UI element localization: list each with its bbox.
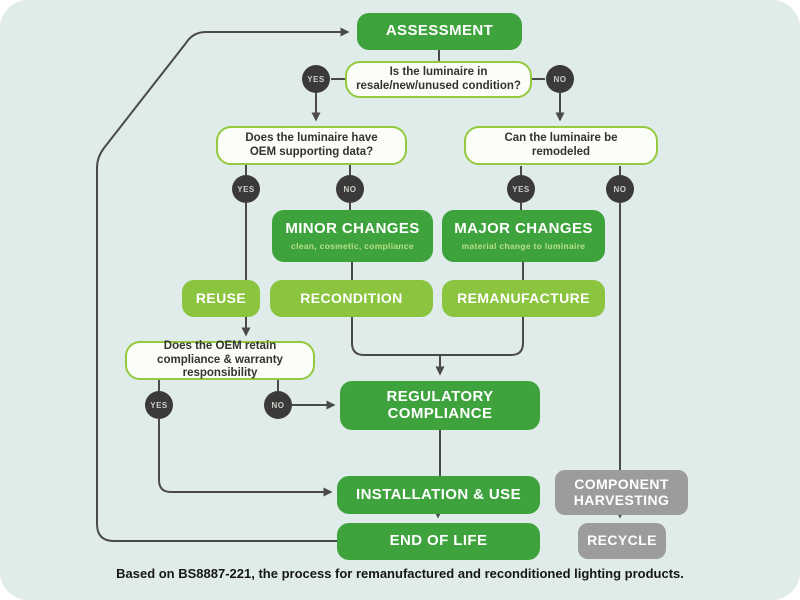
edge-endoflife-loop-to-assessment bbox=[96, 27, 350, 542]
recondition-box: RECONDITION bbox=[270, 280, 433, 317]
remanufacture-box: REMANUFACTURE bbox=[442, 280, 605, 317]
question-resale-condition: Is the luminaire in resale/new/unused co… bbox=[345, 61, 532, 98]
component-harvesting-label: COMPONENT HARVESTING bbox=[573, 476, 670, 508]
installation-use-box: INSTALLATION & USE bbox=[337, 476, 540, 514]
question-resale-condition-label: Is the luminaire in resale/new/unused co… bbox=[356, 65, 521, 92]
question-oem-retain-label: Does the OEM retain compliance & warrant… bbox=[157, 339, 283, 380]
remodeled-yes-badge: YES bbox=[507, 175, 535, 203]
installation-use-label: INSTALLATION & USE bbox=[356, 485, 521, 503]
question-remodeled-label: Can the luminaire be remodeled bbox=[504, 131, 618, 158]
minor-changes-box: MINOR CHANGES clean, cosmetic, complianc… bbox=[272, 210, 433, 262]
oem-retain-yes-label: YES bbox=[150, 400, 168, 410]
edge-yes-to-installation bbox=[158, 419, 333, 497]
major-changes-box: MAJOR CHANGES material change to luminai… bbox=[442, 210, 605, 262]
oem-data-no-label: NO bbox=[343, 184, 357, 194]
major-changes-label: MAJOR CHANGES bbox=[454, 220, 593, 238]
oem-retain-no-label: NO bbox=[271, 400, 285, 410]
major-changes-subtitle: material change to luminaire bbox=[461, 240, 586, 251]
condition-yes-badge: YES bbox=[302, 65, 330, 93]
oem-retain-yes-badge: YES bbox=[145, 391, 173, 419]
assessment-box: ASSESSMENT bbox=[357, 13, 522, 50]
reuse-box: REUSE bbox=[182, 280, 260, 317]
question-oem-data: Does the luminaire have OEM supporting d… bbox=[216, 126, 407, 165]
end-of-life-box: END OF LIFE bbox=[337, 523, 540, 560]
condition-no-badge: NO bbox=[546, 65, 574, 93]
condition-yes-label: YES bbox=[307, 74, 325, 84]
remodeled-no-label: NO bbox=[613, 184, 627, 194]
assessment-label: ASSESSMENT bbox=[385, 22, 494, 40]
remodeled-yes-label: YES bbox=[512, 184, 530, 194]
minor-changes-subtitle: clean, cosmetic, compliance bbox=[291, 240, 414, 251]
oem-data-yes-badge: YES bbox=[232, 175, 260, 203]
recycle-box: RECYCLE bbox=[578, 523, 666, 559]
edge-remanufacture-to-regulatory bbox=[441, 317, 524, 356]
minor-changes-label: MINOR CHANGES bbox=[285, 220, 420, 238]
remanufacture-label: REMANUFACTURE bbox=[457, 289, 590, 306]
remodeled-no-badge: NO bbox=[606, 175, 634, 203]
oem-data-no-badge: NO bbox=[336, 175, 364, 203]
oem-data-yes-label: YES bbox=[237, 184, 255, 194]
condition-no-label: NO bbox=[553, 74, 567, 84]
question-remodeled: Can the luminaire be remodeled bbox=[464, 126, 658, 165]
regulatory-compliance-box: REGULATORY COMPLIANCE bbox=[340, 381, 540, 430]
edge-recondition-to-regulatory bbox=[351, 317, 445, 376]
question-oem-data-label: Does the luminaire have OEM supporting d… bbox=[245, 131, 378, 158]
reuse-label: REUSE bbox=[195, 289, 247, 306]
regulatory-compliance-label: REGULATORY COMPLIANCE bbox=[386, 388, 494, 422]
recycle-label: RECYCLE bbox=[587, 532, 657, 549]
question-oem-retain: Does the OEM retain compliance & warrant… bbox=[125, 339, 315, 380]
end-of-life-label: END OF LIFE bbox=[389, 532, 488, 550]
component-harvesting-box: COMPONENT HARVESTING bbox=[555, 470, 688, 515]
oem-retain-no-badge: NO bbox=[264, 391, 292, 419]
recondition-label: RECONDITION bbox=[300, 289, 403, 306]
diagram-caption: Based on BS8887-221, the process for rem… bbox=[116, 566, 684, 581]
